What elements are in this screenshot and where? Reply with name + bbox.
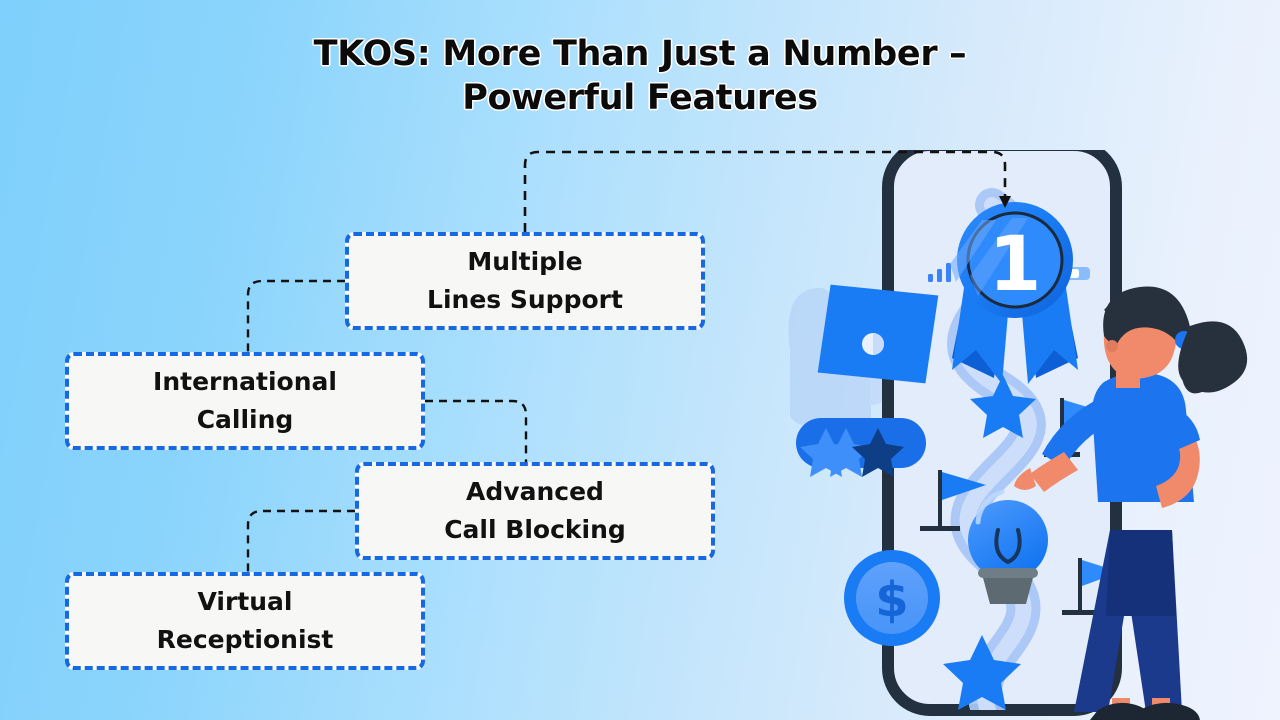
dollar-coin-icon: $: [844, 550, 940, 646]
connector-advanced-to-virtual: [246, 509, 355, 572]
star-rating-badge: [796, 418, 926, 477]
connector-multiple-to-badge: [523, 150, 1007, 232]
feature-label: Advanced Call Blocking: [444, 477, 626, 544]
signal-bars-icon: [928, 263, 951, 282]
feature-card-advanced-call-blocking[interactable]: Advanced Call Blocking: [355, 462, 715, 560]
badge-number-label: 1: [989, 219, 1042, 308]
lightbulb-icon: [968, 489, 1048, 604]
feature-card-international-calling[interactable]: International Calling: [65, 352, 425, 450]
feature-label: International Calling: [153, 367, 337, 434]
connector-arrowhead: [999, 196, 1011, 208]
feature-card-virtual-receptionist[interactable]: Virtual Receptionist: [65, 572, 425, 670]
connector-multiple-to-international: [246, 279, 345, 352]
path-star-icon: [943, 375, 1036, 710]
connector-international-to-advanced: [425, 399, 528, 462]
blue-card-icon: [817, 284, 939, 384]
features-illustration: $ 1: [760, 139, 1280, 720]
feature-label: Multiple Lines Support: [427, 247, 623, 314]
coin-symbol-label: $: [875, 572, 908, 628]
first-place-badge: 1: [950, 202, 1078, 384]
feature-card-multiple-lines-support[interactable]: Multiple Lines Support: [345, 232, 705, 330]
feature-label: Virtual Receptionist: [156, 587, 334, 654]
woman-character: [1014, 286, 1248, 720]
